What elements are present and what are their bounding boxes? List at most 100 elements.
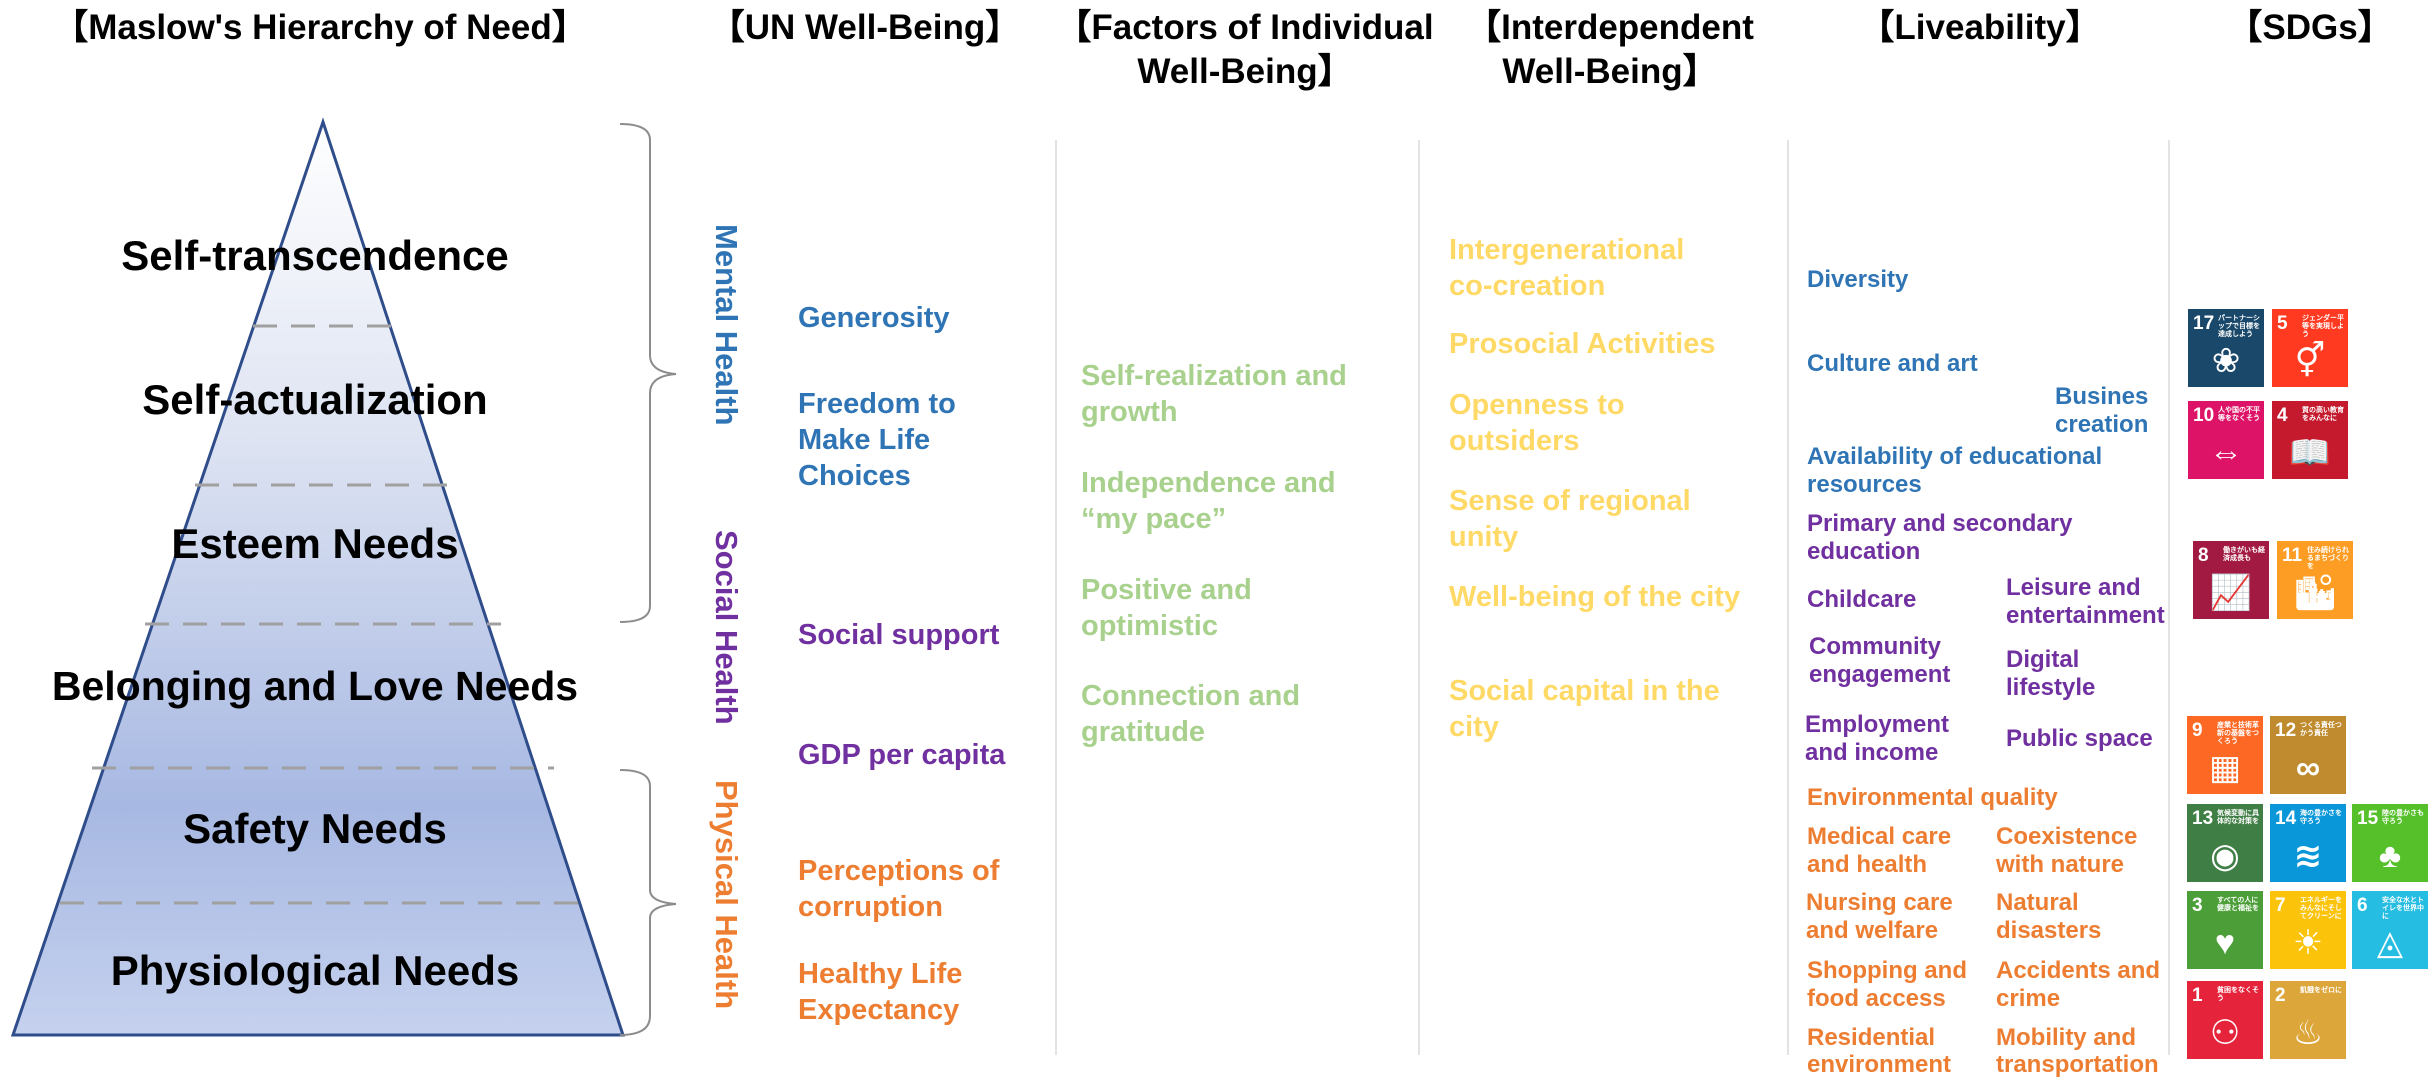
physical-health-label: Physical Health bbox=[709, 780, 744, 1010]
zero-hunger-icon: ♨ bbox=[2292, 1014, 2324, 1052]
live-mobility-line2: transportation bbox=[1996, 1051, 2159, 1078]
live-primary-line1: Primary and secondary bbox=[1807, 510, 2073, 537]
sdg-number: 15 bbox=[2357, 808, 2379, 829]
factor-positive-line2: optimistic bbox=[1081, 610, 1218, 642]
mental-social-brace bbox=[619, 123, 677, 623]
sdg-caption: 質の高い教育をみんなに bbox=[2302, 407, 2344, 422]
sdg-caption: 海の豊かさを守ろう bbox=[2300, 810, 2342, 825]
sdg-number: 3 bbox=[2192, 895, 2203, 916]
factor-independence-line2: “my pace” bbox=[1081, 503, 1227, 535]
sdg-caption: 貧困をなくそう bbox=[2217, 987, 2259, 1002]
sdg-number: 13 bbox=[2192, 808, 2214, 829]
header-factors-line1: 【Factors of Individual bbox=[1056, 8, 1434, 47]
live-community-line2: engagement bbox=[1809, 661, 1951, 688]
live-shopping-line2: food access bbox=[1807, 985, 1946, 1012]
sdg-number: 11 bbox=[2282, 545, 2303, 566]
climate-action-icon: ◉ bbox=[2210, 837, 2240, 875]
header-un-well-being: 【UN Well-Being】 bbox=[709, 8, 1021, 47]
responsible-consumption-icon: ∞ bbox=[2295, 749, 2321, 787]
live-coexistence-line2: with nature bbox=[1996, 851, 2125, 878]
live-diversity: Diversity bbox=[1807, 266, 1909, 293]
factor-positive-line1: Positive and bbox=[1081, 574, 1252, 606]
live-digital-line1: Digital bbox=[2006, 646, 2080, 673]
interdep-openness-line2: outsiders bbox=[1449, 425, 1580, 457]
life-on-land-icon: ♣ bbox=[2378, 837, 2402, 875]
un-item-corruption-line2: corruption bbox=[798, 891, 943, 923]
sdg-number: 10 bbox=[2193, 405, 2215, 426]
interdep-social-capital-line1: Social capital in the bbox=[1449, 675, 1720, 707]
column-divider bbox=[1787, 140, 1789, 1055]
factor-self-realization-line2: growth bbox=[1081, 396, 1178, 428]
sdg-caption: 住み続けられるまちづくりを bbox=[2307, 547, 2349, 570]
sdg-number: 7 bbox=[2275, 895, 2286, 916]
header-sdgs: 【SDGs】 bbox=[2227, 8, 2393, 47]
un-item-gdp: GDP per capita bbox=[798, 739, 1006, 771]
live-edu-resources-line1: Availability of educational bbox=[1807, 443, 2103, 470]
pyramid-level-belonging: Belonging and Love Needs bbox=[51, 663, 579, 709]
interdep-regional-line1: Sense of regional bbox=[1449, 485, 1691, 517]
un-item-freedom-line2: Make Life bbox=[798, 424, 931, 456]
live-childcare: Childcare bbox=[1807, 586, 1917, 613]
pyramid-level-safety: Safety Needs bbox=[183, 805, 447, 852]
sdg-caption: エネルギーをみんなにそしてクリーンに bbox=[2300, 897, 2342, 920]
un-item-corruption-line1: Perceptions of bbox=[798, 855, 1000, 887]
clean-energy-icon: ☀ bbox=[2292, 924, 2324, 962]
header-interdependent-line1: 【Interdependent bbox=[1466, 8, 1754, 47]
sdg-caption: 陸の豊かさも守ろう bbox=[2382, 810, 2424, 825]
sdg-caption: すべての人に健康と福祉を bbox=[2217, 897, 2259, 912]
sdg-caption: つくる責任つかう責任 bbox=[2300, 722, 2342, 737]
partnership-flower-icon: ❀ bbox=[2211, 342, 2241, 380]
pyramid-triangle bbox=[10, 117, 626, 1037]
sdg-goal-7: 7 エネルギーをみんなにそしてクリーンに ☀ bbox=[2270, 891, 2346, 969]
life-below-water-icon: ≋ bbox=[2293, 837, 2323, 875]
live-culture: Culture and art bbox=[1807, 350, 1978, 377]
sdg-caption: 産業と技術革新の基盤をつくろう bbox=[2217, 722, 2259, 745]
live-digital-line2: lifestyle bbox=[2006, 674, 2096, 701]
live-mobility-line1: Mobility and bbox=[1996, 1024, 2136, 1051]
clean-water-icon: ◬ bbox=[2376, 924, 2404, 962]
live-leisure-line1: Leisure and bbox=[2006, 574, 2141, 601]
live-accidents-line1: Accidents and bbox=[1996, 957, 2161, 984]
gender-equality-icon: ⚥ bbox=[2294, 342, 2326, 380]
sdg-number: 2 bbox=[2275, 985, 2286, 1006]
live-natural-line1: Natural bbox=[1996, 889, 2079, 916]
sdg-caption: 人や国の不平等をなくそう bbox=[2218, 407, 2260, 422]
factor-connection-line2: gratitude bbox=[1081, 716, 1206, 748]
live-primary-line2: education bbox=[1807, 538, 1921, 565]
header-liveability: 【Liveability】 bbox=[1859, 8, 2101, 47]
sdg-number: 6 bbox=[2357, 895, 2368, 916]
header-interdependent-line2: Well-Being】 bbox=[1502, 52, 1718, 91]
sdg-number: 8 bbox=[2198, 545, 2209, 566]
interdep-regional-line2: unity bbox=[1449, 521, 1519, 553]
un-item-social-support: Social support bbox=[798, 619, 1000, 651]
economic-growth-icon: 📈 bbox=[2209, 574, 2253, 612]
live-business-line2: creation bbox=[2055, 411, 2149, 438]
interdep-prosocial: Prosocial Activities bbox=[1449, 328, 1716, 360]
un-item-freedom-line1: Freedom to bbox=[798, 388, 956, 420]
column-divider bbox=[2168, 140, 2170, 1055]
pyramid-level-esteem: Esteem Needs bbox=[171, 520, 459, 567]
industry-innovation-icon: ▦ bbox=[2208, 749, 2242, 787]
pyramid-level-physiological: Physiological Needs bbox=[110, 947, 520, 994]
live-edu-resources-line2: resources bbox=[1807, 471, 1922, 498]
live-business-line1: Busines bbox=[2055, 383, 2149, 410]
pyramid-level-self-transcendence: Self-transcendence bbox=[121, 232, 509, 279]
header-maslow: 【Maslow's Hierarchy of Need】 bbox=[53, 8, 587, 47]
mental-health-label: Mental Health bbox=[709, 224, 744, 426]
live-employment-line2: and income bbox=[1805, 739, 1939, 766]
sdg-number: 1 bbox=[2192, 985, 2203, 1006]
sdg-number: 4 bbox=[2277, 405, 2288, 426]
live-medical-line1: Medical care bbox=[1807, 823, 1952, 850]
sdg-caption: 働きがいも経済成長も bbox=[2223, 547, 2265, 562]
sdg-caption: 気候変動に具体的な対策を bbox=[2217, 810, 2259, 825]
